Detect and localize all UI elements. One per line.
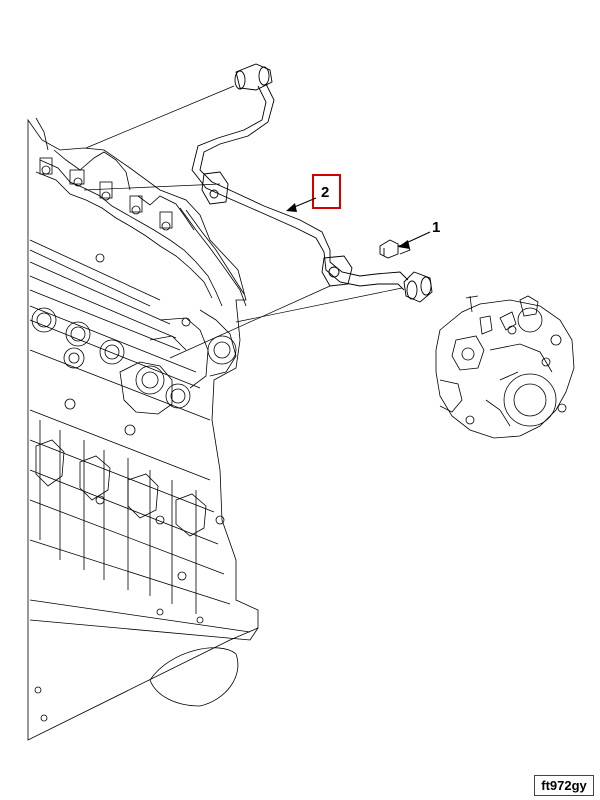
callout-2-highlight-box <box>312 174 341 209</box>
callout-1-label: 1 <box>432 219 440 236</box>
callout-2-label: 2 <box>321 184 329 201</box>
callout-2: 2 <box>286 174 341 212</box>
engine-block <box>27 117 259 741</box>
fuel-pump <box>435 295 575 439</box>
figure-id-label: ft972gy <box>534 775 594 796</box>
fuel-line-part-2 <box>191 63 433 303</box>
callout-1: 1 <box>398 219 440 249</box>
leader-lines <box>83 85 403 359</box>
